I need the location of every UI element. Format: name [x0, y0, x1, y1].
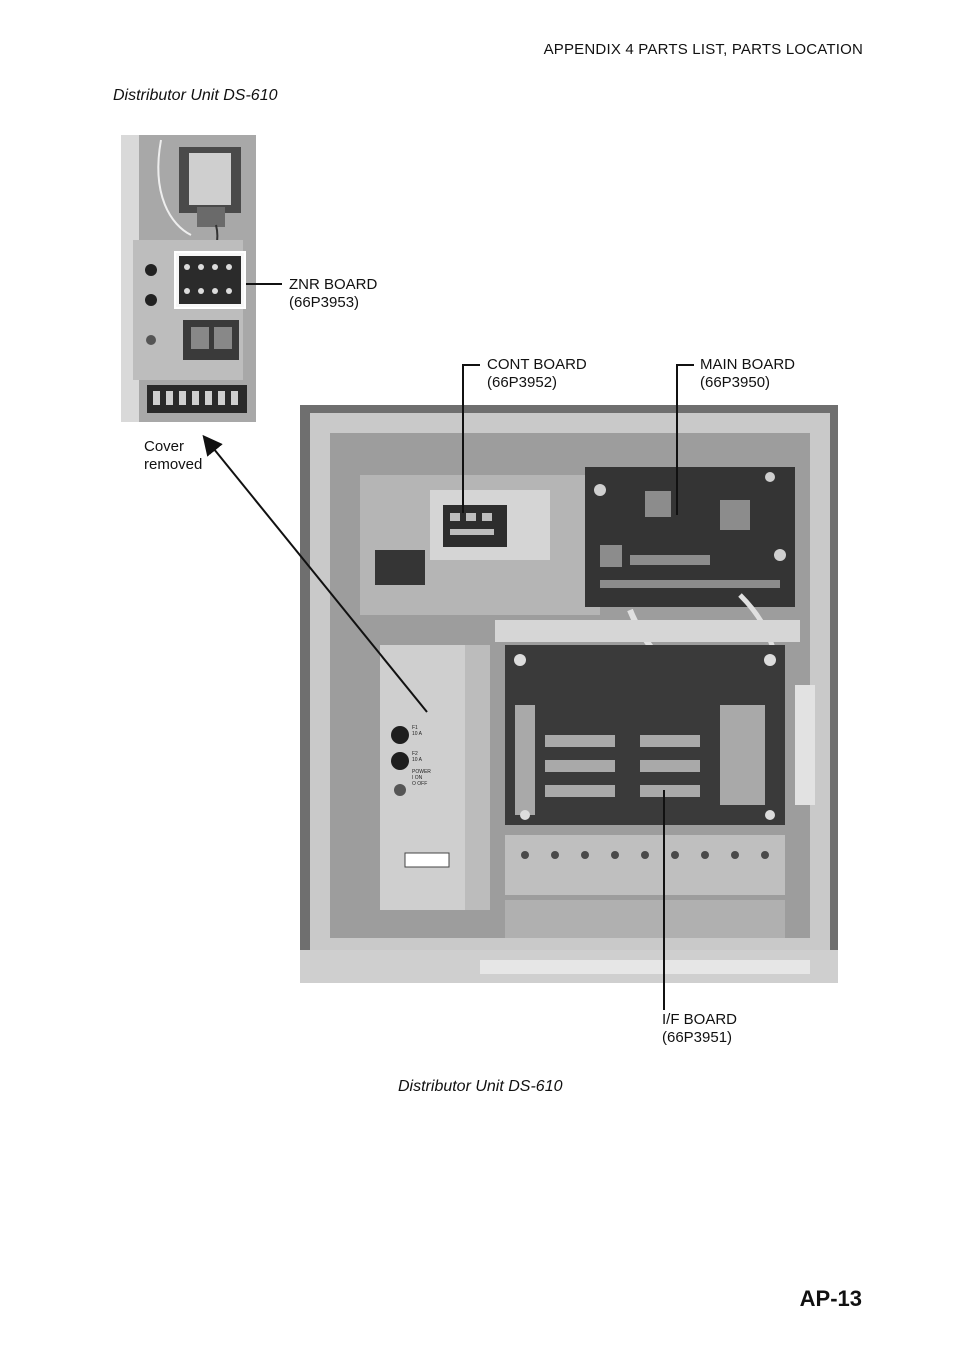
running-header: APPENDIX 4 PARTS LIST, PARTS LOCATION: [543, 41, 863, 58]
power-off-label: O OFF: [412, 781, 428, 787]
znr-leader-line: [246, 283, 282, 285]
cover-removed-photo: [121, 135, 256, 422]
cover-removed-line1: Cover: [144, 438, 185, 455]
power-on-label: I ON: [412, 775, 423, 781]
if-board-code: (66P3951): [662, 1029, 733, 1046]
fuse-f2: F2: [412, 751, 418, 757]
figure-title: Distributor Unit DS-610: [113, 87, 278, 104]
fuse-f1: F1: [412, 725, 418, 731]
znr-board-code: (66P3953): [289, 294, 360, 311]
cont-board-name: CONT BOARD: [487, 356, 587, 373]
figure-caption: Distributor Unit DS-610: [398, 1078, 563, 1095]
cover-removed-line2: removed: [144, 456, 203, 473]
if-board-name: I/F BOARD: [662, 1011, 738, 1028]
power-switch-label: POWER: [412, 769, 431, 775]
distributor-unit-photo: F1 10 A F2 10 A POWER I ON O OFF: [300, 405, 838, 983]
fuse-text: F1 10 A F2 10 A POWER I ON O OFF: [412, 725, 431, 787]
znr-board-name: ZNR BOARD: [289, 276, 378, 293]
page-number: AP-13: [799, 1286, 862, 1311]
cont-board-code: (66P3952): [487, 374, 558, 391]
main-board-code: (66P3950): [700, 374, 771, 391]
cover-removed-label: Cover removed: [144, 438, 202, 474]
znr-board-label: ZNR BOARD (66P3953): [289, 276, 377, 312]
fuse-f1-rating: 10 A: [412, 731, 423, 737]
main-board-label: MAIN BOARD (66P3950): [700, 356, 795, 392]
fuse-f2-rating: 10 A: [412, 757, 423, 763]
if-board-label: I/F BOARD (66P3951): [662, 1011, 737, 1047]
main-board-name: MAIN BOARD: [700, 356, 796, 373]
cont-board-label: CONT BOARD (66P3952): [487, 356, 587, 392]
